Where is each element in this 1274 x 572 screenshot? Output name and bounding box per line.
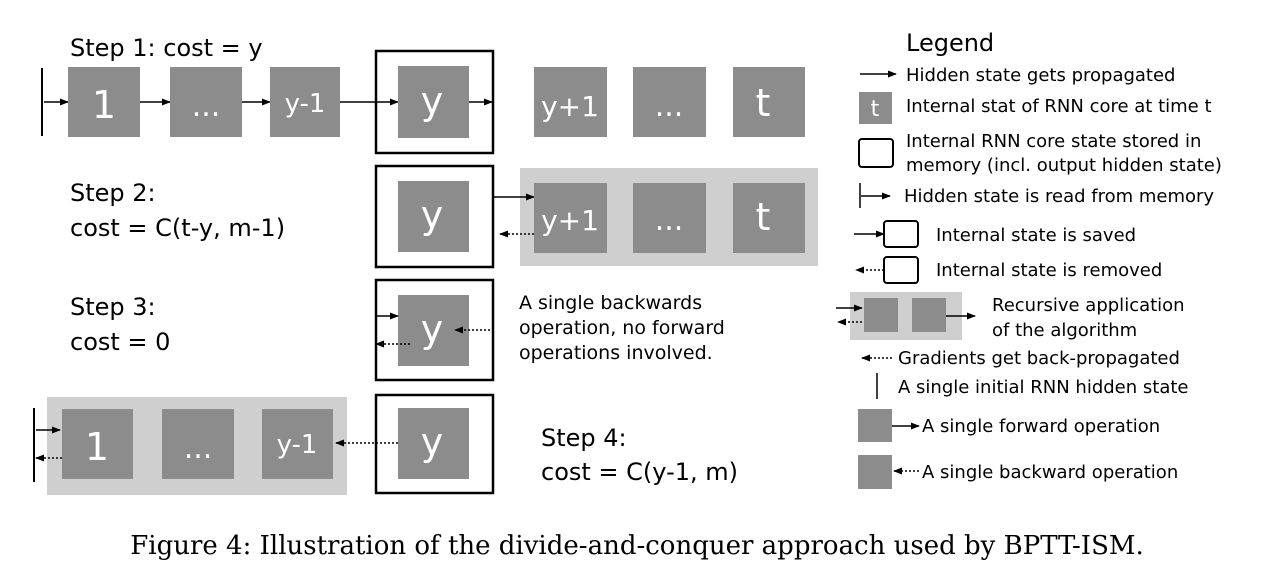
step3-note-line3: operations involved.: [519, 342, 713, 364]
stored-state-box: [374, 393, 495, 495]
legend-stored-label-2: memory (incl. output hidden state): [906, 155, 1222, 176]
cell-dots: [633, 67, 706, 137]
cell-y-minus-1-label: y-1: [277, 430, 318, 460]
legend-gradient-label: Gradients get back-propagated: [898, 348, 1180, 369]
step4-cost: cost = C(y-1, m): [541, 458, 738, 486]
legend-forward-label: A single forward operation: [922, 416, 1160, 437]
cell-y-label: y: [421, 79, 444, 123]
legend-recursive-label-2: of the algorithm: [992, 320, 1137, 341]
cell-dots: [633, 183, 706, 253]
cell-t: [733, 67, 805, 137]
legend-title: Legend: [906, 29, 994, 57]
legend-forward-swatch: [858, 409, 892, 442]
step3-note-line1: A single backwards: [519, 292, 702, 314]
cell-1: [68, 67, 140, 137]
cell-1: [62, 409, 133, 479]
cell-y-minus-1: [270, 67, 340, 137]
legend-backward-label: A single backward operation: [922, 462, 1178, 483]
legend-propagate-label: Hidden state gets propagated: [906, 65, 1175, 86]
cell-y-label: y: [421, 307, 444, 351]
cell-t-label: t: [756, 195, 771, 239]
cell-y-minus-1: [262, 409, 333, 479]
cell-1-label: 1: [85, 425, 109, 469]
step2-cost: cost = C(t-y, m-1): [70, 214, 285, 242]
cell-y-minus-1-label: y-1: [285, 89, 326, 119]
cell-1-label: 1: [92, 83, 116, 127]
cell-y-plus-1: [534, 183, 607, 253]
legend-stored-label-1: Internal RNN core state stored in: [906, 131, 1201, 152]
legend-saved-label: Internal state is saved: [936, 225, 1136, 246]
legend-initial-label: A single initial RNN hidden state: [898, 377, 1189, 398]
step1-title: Step 1: cost = y: [70, 34, 263, 62]
step3-title: Step 3:: [70, 293, 156, 321]
cell-y: [398, 408, 469, 479]
cell-dots: [162, 409, 234, 479]
legend-removed-box: [883, 256, 919, 284]
cell-dots: [170, 67, 242, 137]
stored-state-box: [374, 164, 495, 269]
cell-dots-label: ...: [184, 431, 213, 466]
cell-y-label: y: [421, 420, 444, 464]
cell-y-label: y: [421, 193, 444, 237]
legend-saved-box: [883, 220, 919, 248]
cell-y-plus-1-label: y+1: [541, 204, 599, 237]
cell-y: [398, 181, 469, 252]
cell-dots-label: ...: [192, 89, 221, 124]
legend-recursive-label-1: Recursive application: [992, 295, 1185, 316]
legend-stored-box: [858, 138, 894, 168]
cell-dots-label: ...: [655, 89, 684, 124]
step4-title: Step 4:: [541, 424, 627, 452]
step2-title: Step 2:: [70, 179, 156, 207]
legend-recursive-cell: [864, 298, 898, 332]
step3-note-line2: operation, no forward: [519, 317, 725, 339]
legend-backward-swatch: [858, 455, 892, 489]
figure-caption: Figure 4: Illustration of the divide-and…: [130, 531, 1144, 561]
cell-y: [398, 66, 469, 138]
legend-read-label: Hidden state is read from memory: [904, 186, 1214, 207]
legend-removed-label: Internal state is removed: [936, 260, 1162, 281]
legend-core-state-label: Internal stat of RNN core at time t: [906, 96, 1212, 117]
cell-y-plus-1-label: y+1: [541, 90, 599, 123]
cell-dots-label: ...: [655, 203, 684, 238]
step3-cost: cost = 0: [70, 328, 170, 356]
legend-core-state-glyph: t: [871, 97, 880, 122]
stored-state-box: [374, 49, 495, 155]
cell-t: [733, 183, 805, 253]
legend-core-state-swatch: [859, 92, 892, 124]
stored-state-box: [374, 278, 495, 382]
cell-y-plus-1: [534, 67, 607, 137]
cell-t-label: t: [756, 81, 771, 125]
legend-recursive-cell: [912, 298, 946, 332]
